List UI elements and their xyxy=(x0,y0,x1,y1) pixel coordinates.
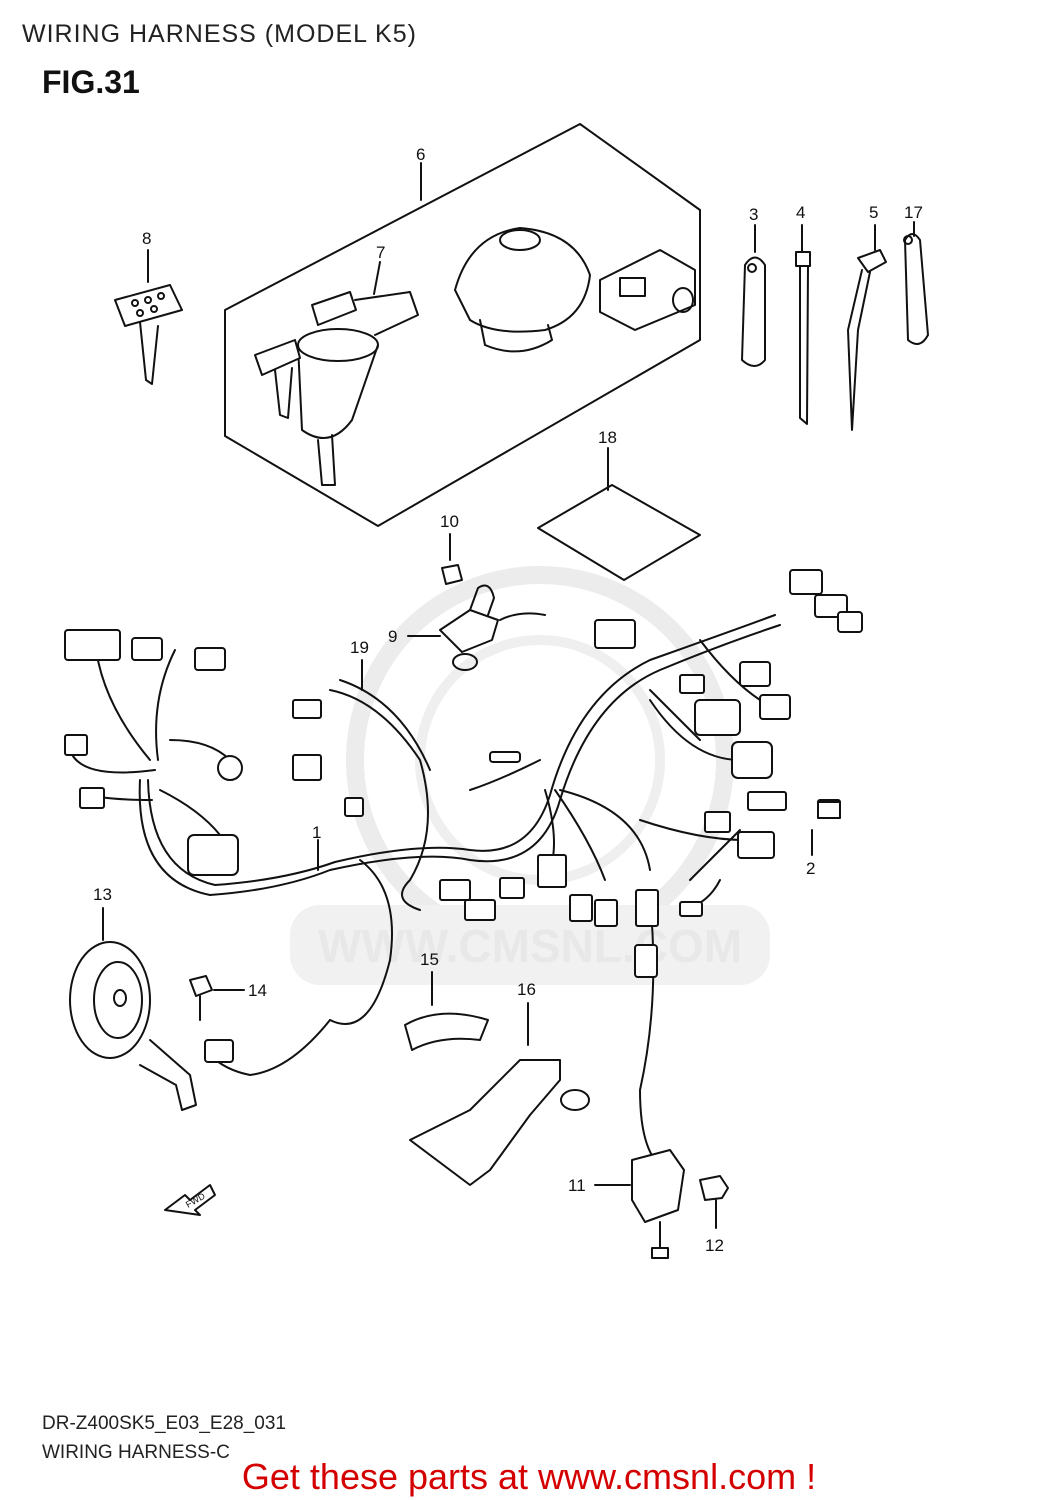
callout-5: 5 xyxy=(869,203,878,222)
horn-part-13 xyxy=(69,907,197,1111)
figure-number: FIG.31 xyxy=(42,64,140,100)
main-wiring-harness-part-1 xyxy=(69,614,781,1161)
callout-2: 2 xyxy=(806,859,815,878)
diagram-name: WIRING HARNESS-C xyxy=(42,1442,230,1463)
watermark-text: WWW.CMSNL.COM xyxy=(318,920,742,972)
callout-19: 19 xyxy=(350,638,369,657)
label-sheet-part-18 xyxy=(537,447,701,581)
page-title: WIRING HARNESS (MODEL K5) xyxy=(22,20,417,48)
clamp-tie-part-5 xyxy=(847,224,887,431)
callout-13: 13 xyxy=(93,885,112,904)
cover-part-15 xyxy=(404,971,489,1051)
callout-1: 1 xyxy=(312,823,321,842)
callout-12: 12 xyxy=(705,1236,724,1255)
fwd-arrow-icon xyxy=(164,1184,216,1216)
clamp-part-17 xyxy=(903,221,929,345)
callouts: 6 8 7 3 4 5 17 18 10 9 19 1 2 13 14 15 1… xyxy=(93,145,923,1255)
bolt-part-10 xyxy=(441,533,463,585)
callout-11: 11 xyxy=(568,1176,586,1195)
callout-9: 9 xyxy=(388,627,397,646)
callout-8: 8 xyxy=(142,229,151,248)
switch-part-11 xyxy=(594,1149,685,1259)
bolt-part-12 xyxy=(699,1175,729,1229)
fuse-part-2 xyxy=(811,801,841,856)
ignition-kit-box xyxy=(224,123,701,527)
callout-14: 14 xyxy=(248,981,267,1000)
seat-lock xyxy=(599,249,696,331)
cable-tie-part-4 xyxy=(795,224,811,425)
callout-16: 16 xyxy=(517,980,536,999)
diagram-code: DR-Z400SK5_E03_E28_031 xyxy=(42,1413,287,1434)
bolt-part-14 xyxy=(189,975,245,1021)
callout-18: 18 xyxy=(598,428,617,447)
callout-6: 6 xyxy=(416,145,425,164)
callout-17: 17 xyxy=(904,203,923,222)
ignition-switch-part-7 xyxy=(254,261,419,486)
watermark: WWW.CMSNL.COM xyxy=(290,566,770,985)
harness-connectors xyxy=(64,569,863,1063)
callout-3: 3 xyxy=(749,205,758,224)
callout-4: 4 xyxy=(796,203,805,222)
cta-link[interactable]: Get these parts at www.cmsnl.com ! xyxy=(241,1456,817,1497)
callout-10: 10 xyxy=(440,512,459,531)
sensor-part-9 xyxy=(407,584,546,671)
callout-15: 15 xyxy=(420,950,439,969)
fuel-cap xyxy=(454,227,591,353)
bracket-part-16 xyxy=(409,1002,590,1186)
clamp-part-3 xyxy=(741,224,766,367)
key-part-8 xyxy=(114,249,183,385)
callout-7: 7 xyxy=(376,243,385,262)
